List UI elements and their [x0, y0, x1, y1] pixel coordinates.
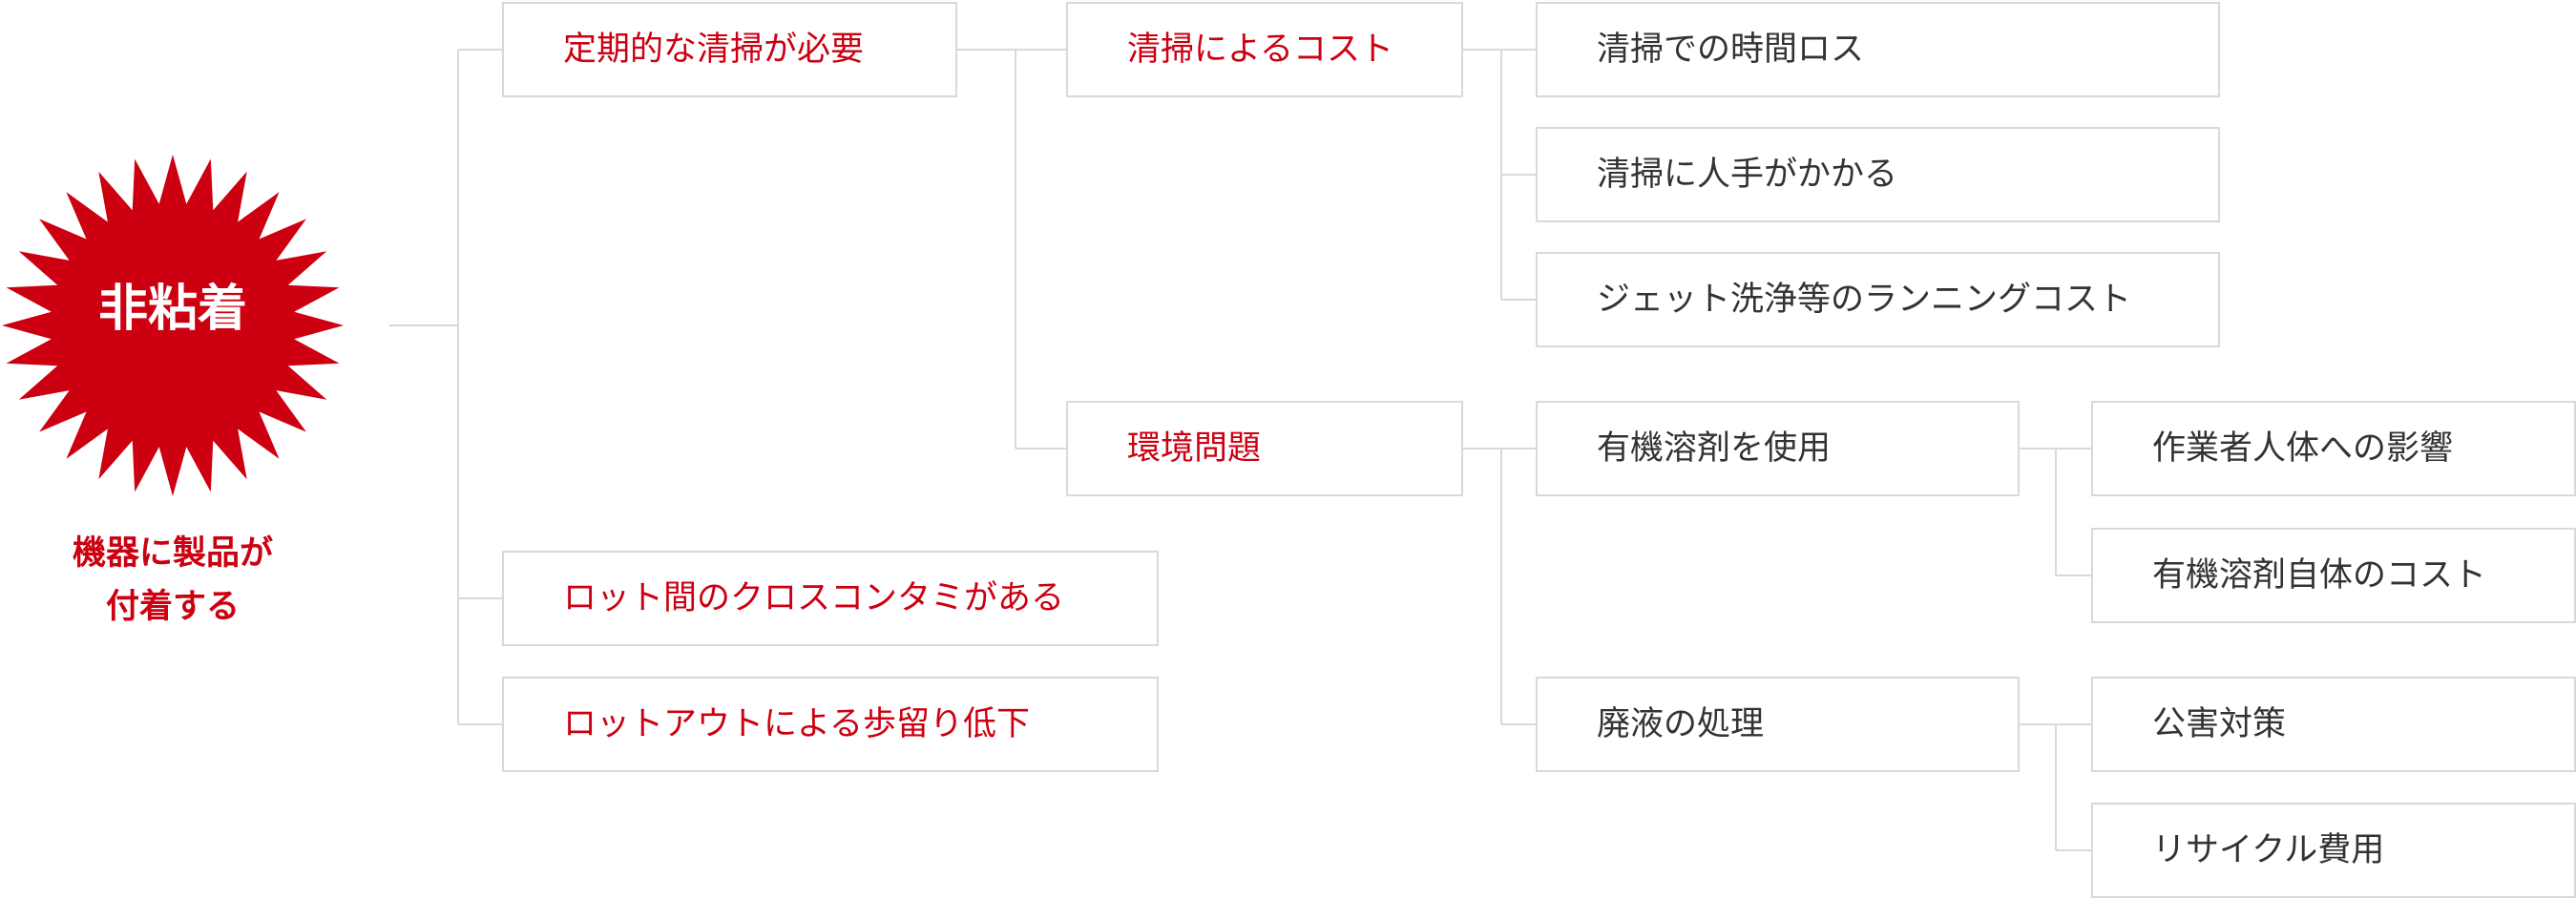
- node-cross-contamination: ロット間のクロスコンタミがある: [502, 551, 1159, 646]
- node-jet-cleaning-label: ジェット洗浄等のランニングコスト: [1597, 280, 2132, 319]
- node-recycling: リサイクル費用: [2091, 803, 2576, 898]
- node-organic-solvent-label: 有機溶剤を使用: [1597, 429, 1832, 468]
- node-recycling-label: リサイクル費用: [2152, 830, 2385, 869]
- node-environmental-label: 環境問題: [1127, 429, 1262, 468]
- root-caption-line-1: 機器に製品が: [72, 534, 273, 573]
- node-worker-health: 作業者人体への影響: [2091, 401, 2576, 496]
- node-cleaning-required: 定期的な清掃が必要: [502, 2, 957, 97]
- node-cross-contamination-label: ロット間のクロスコンタミがある: [563, 578, 1065, 617]
- root-starburst: [2, 155, 344, 496]
- node-cleaning-cost-label: 清掃によるコスト: [1127, 30, 1393, 69]
- node-labor-label: 清掃に人手がかかる: [1597, 155, 1898, 194]
- root-caption: 機器に製品が 付着する: [0, 527, 346, 634]
- node-jet-cleaning: ジェット洗浄等のランニングコスト: [1536, 252, 2220, 347]
- node-waste-liquid-label: 廃液の処理: [1597, 704, 1765, 743]
- node-pollution-label: 公害対策: [2152, 704, 2287, 743]
- node-organic-solvent: 有機溶剤を使用: [1536, 401, 2020, 496]
- starburst-shape: [2, 155, 344, 496]
- root-node-label: 非粘着: [97, 281, 247, 338]
- node-pollution: 公害対策: [2091, 677, 2576, 772]
- node-lot-out-label: ロットアウトによる歩留り低下: [563, 704, 1030, 743]
- node-cleaning-cost: 清掃によるコスト: [1066, 2, 1463, 97]
- node-environmental: 環境問題: [1066, 401, 1463, 496]
- node-labor: 清掃に人手がかかる: [1536, 127, 2220, 222]
- node-worker-health-label: 作業者人体への影響: [2152, 429, 2454, 468]
- node-solvent-cost: 有機溶剤自体のコスト: [2091, 528, 2576, 623]
- node-solvent-cost-label: 有機溶剤自体のコスト: [2152, 555, 2487, 595]
- node-lot-out: ロットアウトによる歩留り低下: [502, 677, 1159, 772]
- node-time-loss-label: 清掃での時間ロス: [1597, 30, 1865, 69]
- node-cleaning-required-label: 定期的な清掃が必要: [563, 30, 865, 69]
- node-waste-liquid: 廃液の処理: [1536, 677, 2020, 772]
- root-caption-line-2: 付着する: [105, 588, 240, 626]
- node-time-loss: 清掃での時間ロス: [1536, 2, 2220, 97]
